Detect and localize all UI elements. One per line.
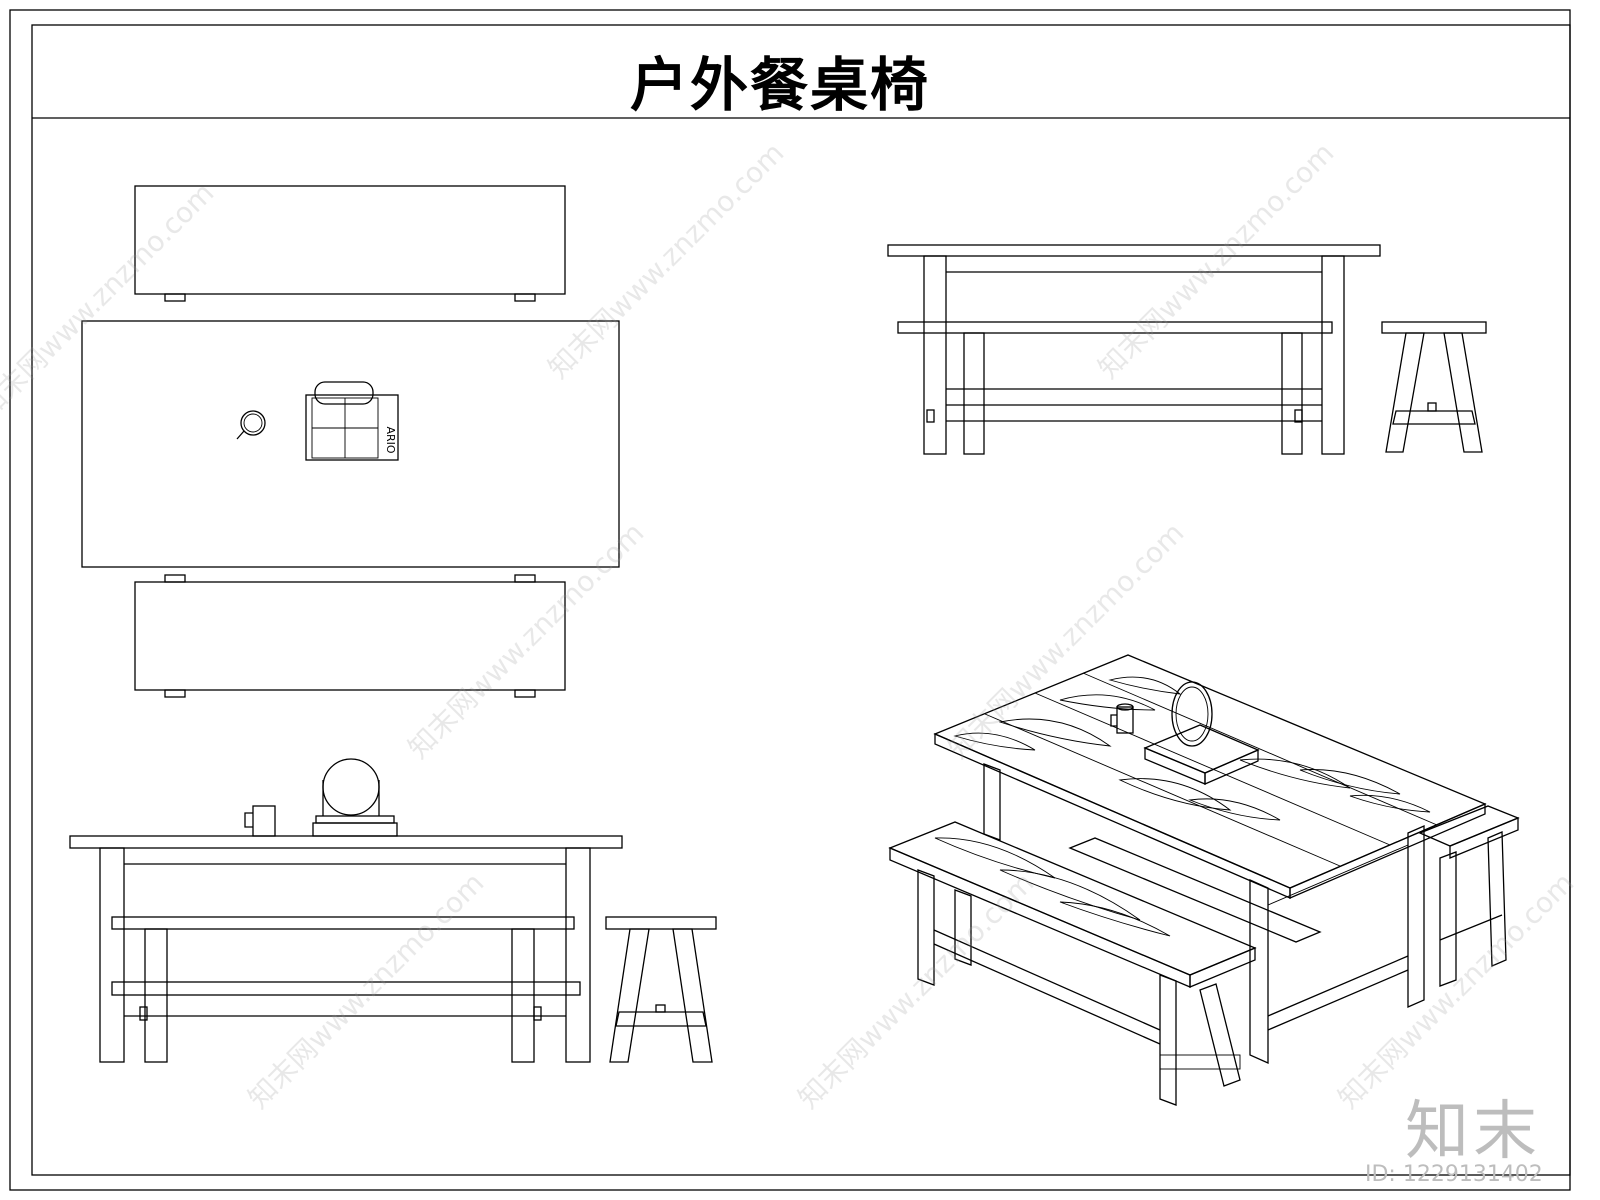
plan-bench-bottom — [134, 581, 566, 691]
watermark-logo: 知末 — [1405, 1095, 1541, 1169]
outer-frame — [9, 9, 1571, 1191]
plan-table-top — [81, 320, 620, 568]
watermark-text: 知末网www.znzmo.com — [242, 866, 491, 1115]
watermark-text: 知末网www.znzmo.com — [1092, 136, 1341, 385]
mug-plan-icon — [240, 410, 266, 436]
watermark-text: 知末网www.znzmo.com — [402, 516, 651, 765]
watermark-layer: 知末网www.znzmo.com 知末网www.znzmo.com 知末网www… — [0, 136, 1580, 1115]
tray-plan — [305, 381, 399, 461]
front-elevation — [887, 244, 1487, 455]
plan-view — [81, 185, 620, 698]
side-elevation — [69, 758, 717, 1063]
isometric-view — [888, 654, 1520, 1106]
watermark-text: 知末网www.znzmo.com — [942, 516, 1191, 765]
watermark-text: 知末网www.znzmo.com — [792, 866, 1041, 1115]
inner-frame — [31, 24, 1571, 1176]
mug-side-icon — [252, 805, 276, 837]
plan-bench-top — [134, 185, 566, 295]
tray-label: ARIO — [384, 426, 397, 453]
watermark-text: 知末网www.znzmo.com — [542, 136, 791, 385]
watermark-id: ID: 1229131402 — [1365, 1162, 1543, 1187]
drawing-title: 户外餐桌椅 — [629, 51, 930, 119]
watermark-text: 知末网www.znzmo.com — [0, 176, 220, 425]
